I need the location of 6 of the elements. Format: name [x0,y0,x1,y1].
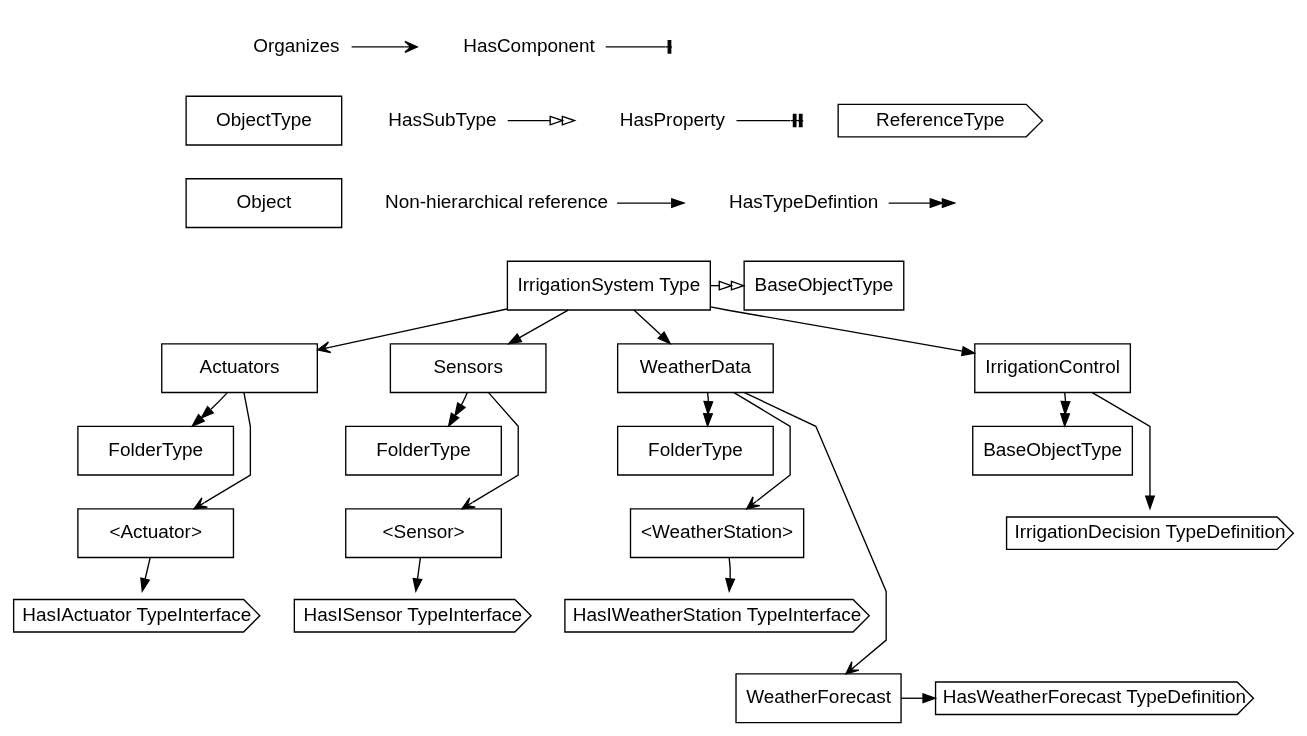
legend-label: HasProperty [619,108,726,130]
legend-label: Organizes [253,34,340,56]
legend-label: HasTypeDefintion [728,190,879,212]
legend-label: HasSubType [388,108,497,130]
legend-label: Non-hierarchical reference [385,190,609,212]
legend-label: HasComponent [463,34,595,56]
